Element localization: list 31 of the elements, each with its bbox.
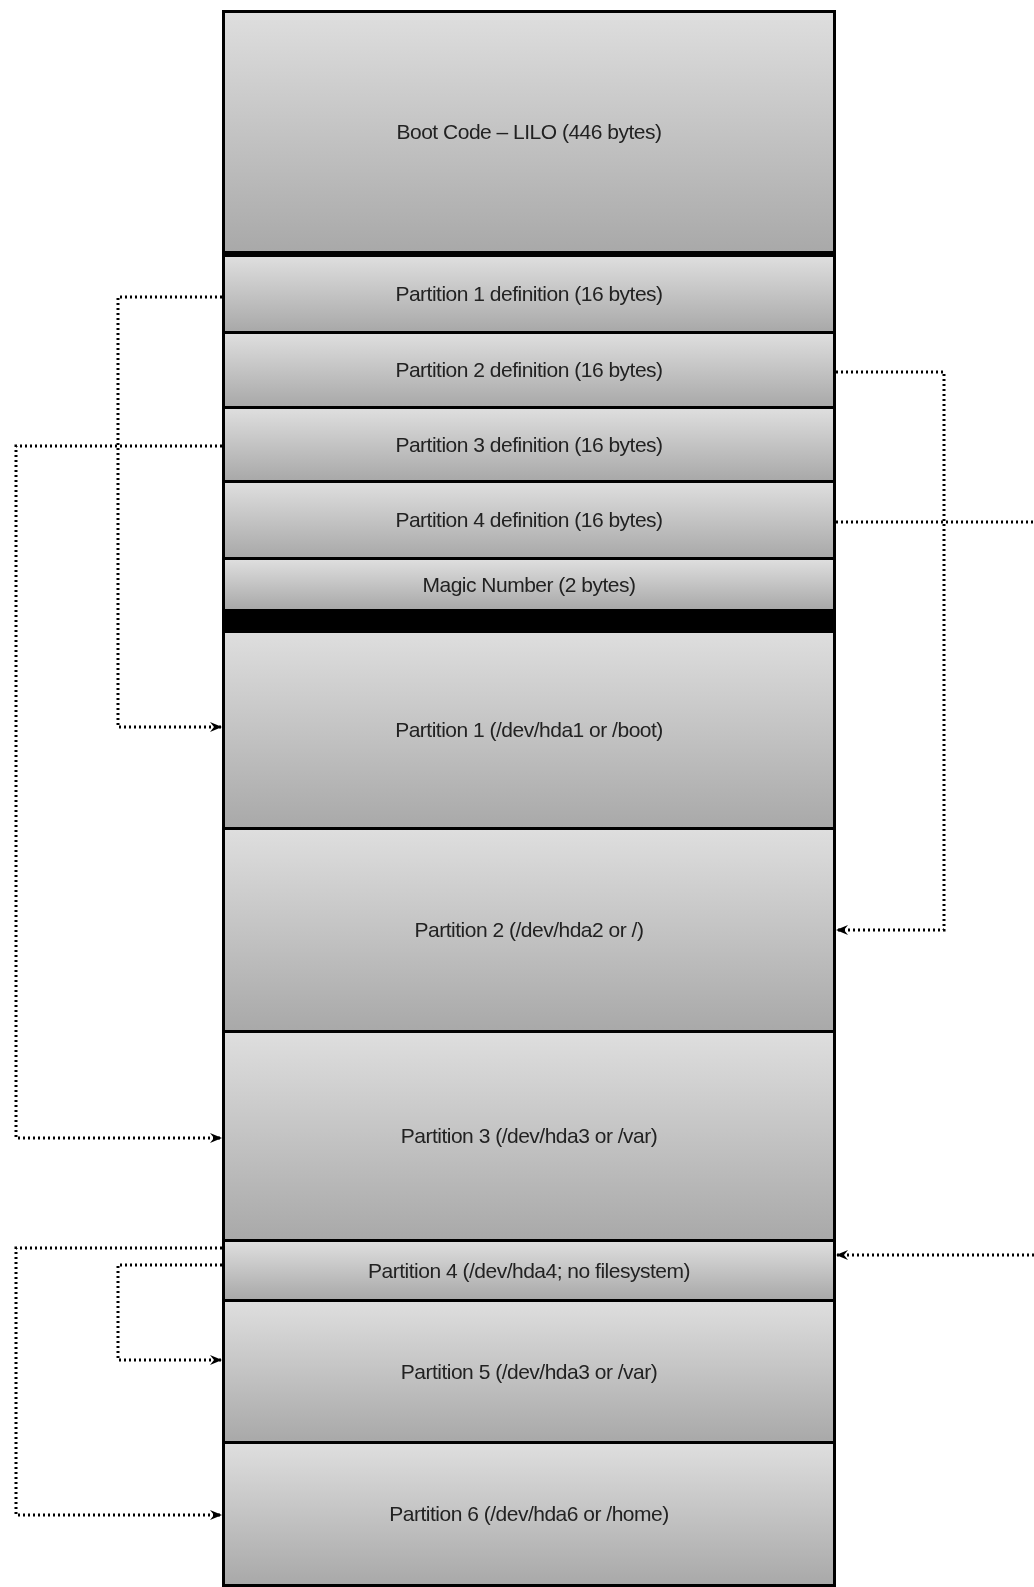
- block-label: Partition 3 (/dev/hda3 or /var): [400, 1124, 658, 1148]
- memory-block: [222, 10, 836, 254]
- memory-block: [222, 1239, 836, 1302]
- block-label: Boot Code – LILO (446 bytes): [396, 120, 662, 144]
- memory-block: [222, 1441, 836, 1587]
- block-label: Partition 1 definition (16 bytes): [395, 282, 663, 306]
- memory-block: [222, 480, 836, 560]
- memory-block: [222, 331, 836, 409]
- dotted-arrow: [14, 1246, 222, 1520]
- dotted-arrow: [836, 370, 946, 935]
- memory-block: [222, 827, 836, 1033]
- memory-block: [222, 630, 836, 830]
- memory-block: [222, 406, 836, 483]
- block-label: Partition 1 (/dev/hda1 or /boot): [395, 718, 663, 742]
- separator-bar: [222, 610, 836, 630]
- dotted-arrow: [14, 444, 222, 1143]
- block-label: Partition 2 definition (16 bytes): [395, 358, 663, 382]
- block-label: Magic Number (2 bytes): [422, 572, 636, 597]
- dotted-arrow: [116, 295, 222, 732]
- memory-block: [222, 254, 836, 334]
- block-label: Partition 2 (/dev/hda2 or /): [414, 918, 644, 942]
- block-label: Partition 5 (/dev/hda3 or /var): [400, 1359, 658, 1384]
- block-label: Partition 4 definition (16 bytes): [395, 508, 663, 532]
- dotted-arrow: [836, 1250, 1034, 1260]
- block-label: Partition 6 (/dev/hda6 or /home): [389, 1502, 669, 1526]
- block-label: Partition 3 definition (16 bytes): [395, 432, 663, 457]
- memory-block: [222, 557, 836, 612]
- block-label: Partition 4 (/dev/hda4; no filesystem): [368, 1258, 690, 1283]
- dotted-arrow: [116, 1263, 222, 1365]
- memory-block: [222, 1299, 836, 1444]
- memory-block: [222, 1030, 836, 1242]
